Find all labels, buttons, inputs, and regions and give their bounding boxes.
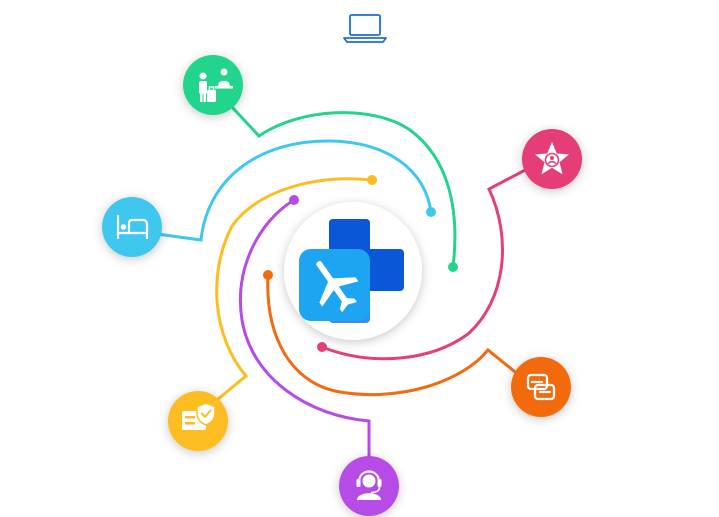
node-support[interactable]: [339, 456, 399, 516]
connector-purple: [239, 195, 371, 467]
node-travelers[interactable]: [183, 55, 243, 115]
connector-pink: [317, 166, 531, 361]
node-top-rated[interactable]: [522, 129, 582, 189]
node-hotel[interactable]: [102, 197, 162, 257]
headset-support-icon: [356, 470, 382, 500]
bed-icon: [116, 214, 149, 240]
car-swap-icon: [526, 373, 556, 401]
node-insurance[interactable]: [168, 391, 228, 451]
connector-green: [230, 105, 458, 272]
node-transfer[interactable]: [511, 357, 571, 417]
connector-yellow: [210, 175, 377, 406]
connector-cyan: [148, 139, 436, 242]
plane-plus-logo-icon: [299, 219, 404, 323]
laptop-icon: [343, 14, 387, 43]
connector-orange: [263, 270, 527, 397]
travelers-luggage-icon: [199, 68, 233, 102]
central-logo: [284, 202, 422, 340]
star-user-icon: [535, 142, 569, 175]
shield-check-card-icon: [182, 402, 216, 430]
